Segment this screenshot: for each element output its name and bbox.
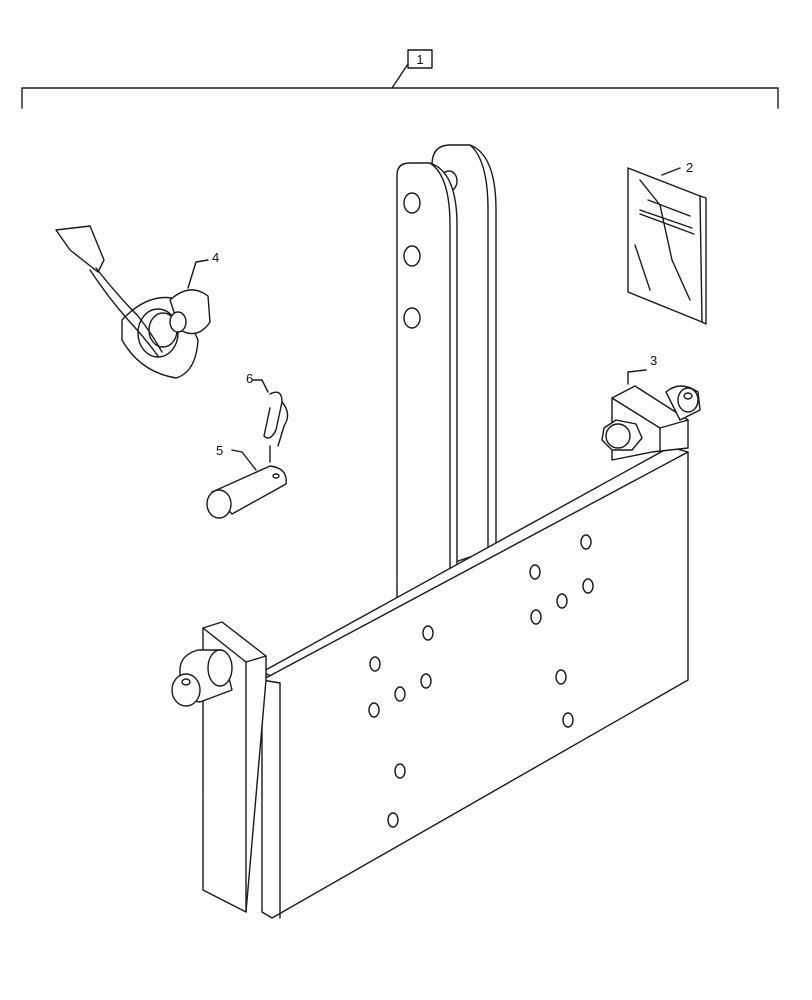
callout-2: 2 [686, 160, 693, 175]
left-side-bracket [171, 621, 267, 913]
callout-6: 6 [246, 371, 253, 386]
callout-5: 5 [216, 443, 223, 458]
assembly-label: 1 [416, 52, 423, 67]
assembly-bracket: 1 [21, 49, 779, 109]
right-side-bracket [601, 385, 701, 461]
callout-4: 4 [212, 250, 219, 265]
assembly-label-box [407, 49, 433, 69]
upright-plates [396, 144, 497, 601]
leader-lines [187, 167, 681, 471]
hair-pin-clip [263, 391, 289, 463]
lanyard-pin [55, 225, 211, 379]
callout-3: 3 [650, 353, 657, 368]
clevis-pin [206, 465, 287, 519]
base-plate-holes [368, 534, 594, 828]
manual [627, 167, 707, 325]
